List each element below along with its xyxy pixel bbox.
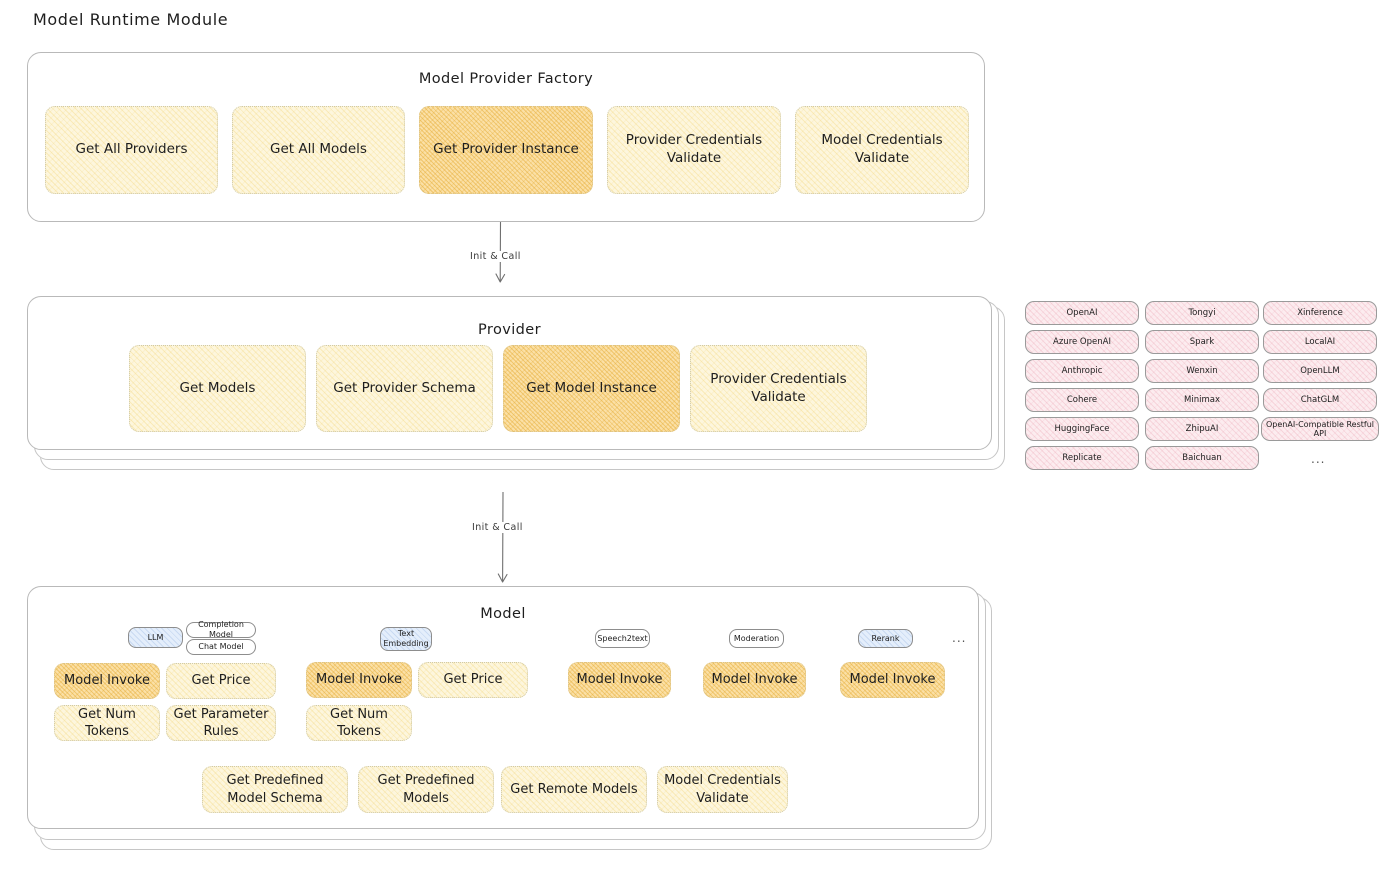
provider-chip-azure-openai[interactable]: Azure OpenAI [1025, 330, 1139, 354]
provider-node-get-provider-schema[interactable]: Get Provider Schema [316, 345, 493, 432]
provider-node-get-models[interactable]: Get Models [129, 345, 306, 432]
provider-chip-openai[interactable]: OpenAI [1025, 301, 1139, 325]
factory-node-model-credentials-validate[interactable]: Model Credentials Validate [795, 106, 969, 194]
model-text-embedding-op-get-num-tokens[interactable]: Get Num Tokens [306, 705, 412, 741]
model-type-tag-rerank[interactable]: Rerank [858, 629, 913, 648]
page-title: Model Runtime Module [33, 10, 229, 29]
factory-node-get-all-models[interactable]: Get All Models [232, 106, 405, 194]
provider-chip-cohere[interactable]: Cohere [1025, 388, 1139, 412]
provider-chip-tongyi[interactable]: Tongyi [1145, 301, 1259, 325]
model-subtag-chat-model[interactable]: Chat Model [186, 639, 256, 655]
model-rerank-op-model-invoke[interactable]: Model Invoke [840, 662, 945, 698]
model-type-tag-speech2text[interactable]: Speech2text [595, 629, 650, 648]
model-speech2text-op-model-invoke[interactable]: Model Invoke [568, 662, 671, 698]
connector-provider-to-model: Init & Call [469, 491, 540, 588]
factory-node-get-provider-instance[interactable]: Get Provider Instance [419, 106, 593, 194]
model-text-embedding-op-model-invoke[interactable]: Model Invoke [306, 662, 412, 698]
model-op-get-remote-models[interactable]: Get Remote Models [501, 766, 647, 813]
provider-title: Provider [478, 322, 541, 338]
model-type-tag-llm[interactable]: LLM [128, 627, 183, 648]
provider-chip-localai[interactable]: LocalAI [1263, 330, 1377, 354]
model-type-tag-text-embedding[interactable]: Text Embedding [380, 627, 432, 651]
provider-node-provider-credentials-validate[interactable]: Provider Credentials Validate [690, 345, 867, 432]
provider-chip-minimax[interactable]: Minimax [1145, 388, 1259, 412]
provider-chip-xinference[interactable]: Xinference [1263, 301, 1377, 325]
model-provider-factory-title: Model Provider Factory [418, 71, 594, 87]
provider-chip-openai-compatible-restful-api[interactable]: OpenAI-Compatible Restful API [1261, 417, 1379, 441]
provider-chip-replicate[interactable]: Replicate [1025, 446, 1139, 470]
provider-node-get-model-instance[interactable]: Get Model Instance [503, 345, 680, 432]
arrow-down-icon [497, 491, 508, 583]
model-subtag-completion-model[interactable]: Completion Model [186, 620, 256, 639]
model-types-more: ... [952, 631, 967, 645]
provider-chip-spark[interactable]: Spark [1145, 330, 1259, 354]
model-op-get-predefined-models[interactable]: Get Predefined Models [358, 766, 494, 813]
connector-label-1: Init & Call [467, 251, 524, 262]
factory-node-get-all-providers[interactable]: Get All Providers [45, 106, 218, 194]
provider-chip-zhipuai[interactable]: ZhipuAI [1145, 417, 1259, 441]
model-text-embedding-op-get-price[interactable]: Get Price [418, 662, 528, 698]
connector-factory-to-provider: Init & Call [467, 221, 540, 300]
provider-chip-openllm[interactable]: OpenLLM [1263, 359, 1377, 383]
model-llm-op-get-num-tokens[interactable]: Get Num Tokens [54, 705, 160, 741]
connector-label-2: Init & Call [469, 522, 526, 533]
model-type-tag-moderation[interactable]: Moderation [729, 629, 784, 648]
model-llm-op-model-invoke[interactable]: Model Invoke [54, 663, 160, 699]
model-op-get-predefined-model-schema[interactable]: Get Predefined Model Schema [202, 766, 348, 813]
provider-chip-huggingface[interactable]: HuggingFace [1025, 417, 1139, 441]
model-title: Model [480, 606, 526, 622]
model-llm-op-get-parameter-rules[interactable]: Get Parameter Rules [166, 705, 276, 741]
provider-chip-chatglm[interactable]: ChatGLM [1263, 388, 1377, 412]
provider-chip-anthropic[interactable]: Anthropic [1025, 359, 1139, 383]
model-container: Model [27, 586, 979, 829]
model-llm-op-get-price[interactable]: Get Price [166, 663, 276, 699]
provider-chip-wenxin[interactable]: Wenxin [1145, 359, 1259, 383]
model-op-model-credentials-validate[interactable]: Model Credentials Validate [657, 766, 788, 813]
provider-chip-baichuan[interactable]: Baichuan [1145, 446, 1259, 470]
provider-list-more: ... [1311, 452, 1326, 466]
factory-node-provider-credentials-validate[interactable]: Provider Credentials Validate [607, 106, 781, 194]
model-moderation-op-model-invoke[interactable]: Model Invoke [703, 662, 806, 698]
